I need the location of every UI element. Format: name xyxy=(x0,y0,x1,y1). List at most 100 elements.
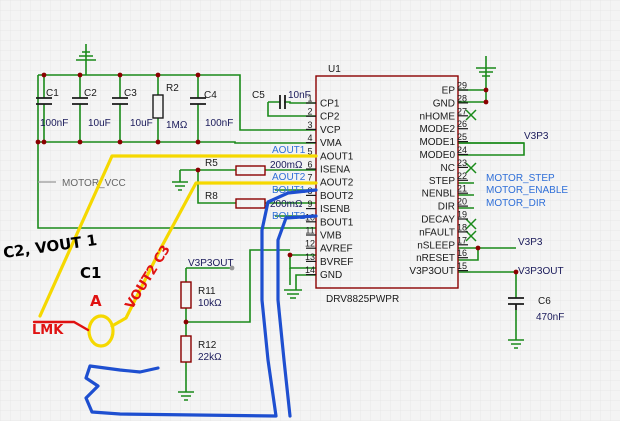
chip-pin-name: GND xyxy=(320,270,342,281)
chip-pin-number: 7 xyxy=(307,173,312,183)
chip-pin-name: NENBL xyxy=(422,189,456,200)
net-v3p3: V3P3 xyxy=(524,131,549,142)
c4-ref: C4 xyxy=(204,90,217,101)
chip-pin-number: 17 xyxy=(457,235,467,245)
r8-value: 200mΩ xyxy=(270,199,303,210)
r5-symbol xyxy=(235,165,266,176)
chip-pin-name: MODE1 xyxy=(419,137,455,148)
wire-divider-mid xyxy=(186,249,290,323)
chip-pin-name: VMB xyxy=(320,231,342,242)
wire-c5-cp1 xyxy=(268,101,316,104)
chip-pin-name: NC xyxy=(441,163,455,174)
chip-pin-name: ISENA xyxy=(320,165,350,176)
annotation-blue-wire2 xyxy=(276,214,318,418)
chip-pin-number: 24 xyxy=(457,145,467,155)
c3-symbol xyxy=(112,97,128,105)
chip-pin-name: CP2 xyxy=(320,112,340,123)
chip-pin-number: 15 xyxy=(457,261,467,271)
chip-pin-name: GND xyxy=(433,98,455,109)
r11-symbol xyxy=(180,281,192,309)
r11-value: 10kΩ xyxy=(198,298,222,309)
c5-symbol xyxy=(279,95,286,109)
net-v3p3-sleep: V3P3 xyxy=(518,237,543,248)
c1-symbol xyxy=(36,97,52,105)
chip-pin-number: 2 xyxy=(307,107,312,117)
chip-pin-name: nFAULT xyxy=(419,227,455,238)
chip-ref: U1 xyxy=(328,64,341,75)
r12-value: 22kΩ xyxy=(198,352,222,363)
annotation-yellow-aout2 xyxy=(110,181,318,328)
wire-c5-cp2 xyxy=(267,102,316,117)
net-aout2: AOUT2 xyxy=(272,172,306,183)
net-v3p3out-left: V3P3OUT xyxy=(188,258,234,269)
chip-pin-number: 19 xyxy=(457,210,467,220)
chip-pin-number: 28 xyxy=(457,93,467,103)
chip-pin-name: DECAY xyxy=(421,215,455,226)
gnd-right-top-icon xyxy=(476,56,496,77)
c2-symbol xyxy=(72,97,88,105)
chip-pin-name: MODE2 xyxy=(419,124,455,135)
gnd-top-icon xyxy=(76,44,96,61)
chip-pin-name: VCP xyxy=(320,125,341,136)
net-v3p3out-right: V3P3OUT xyxy=(518,266,564,277)
chip-pin-name: BOUT2 xyxy=(320,191,354,202)
chip-pin-number: 4 xyxy=(307,133,312,143)
annotation-c1: C1 xyxy=(80,264,101,282)
chip-right-pins: 29EP28GND27nHOME26MODE225MODE124MODE023N… xyxy=(409,81,468,277)
gnd-r12-icon xyxy=(178,391,194,401)
chip-pin-number: 9 xyxy=(307,199,312,209)
chip-pin-name: VMA xyxy=(320,138,342,149)
r8-symbol xyxy=(235,198,266,209)
r2-symbol xyxy=(152,94,164,119)
chip-pin-name: EP xyxy=(442,86,456,97)
wire-left-vmb xyxy=(37,75,316,229)
nc-mark-nfault xyxy=(465,230,477,242)
annotation-blue xyxy=(84,188,318,418)
net-motor-vcc: MOTOR_VCC xyxy=(62,178,126,189)
annotation-a: A xyxy=(90,292,102,310)
c2-value: 10uF xyxy=(88,118,111,129)
chip-pin-number: 22 xyxy=(457,171,467,181)
nc-mark-nhome xyxy=(465,109,477,121)
wire-nsleep-nreset xyxy=(458,247,516,261)
chip-pin-number: 13 xyxy=(305,252,315,262)
nc-mark-decay xyxy=(465,218,477,230)
nc-marks xyxy=(465,109,477,242)
chip-pin-number: 27 xyxy=(457,106,467,116)
chip-part: DRV8825PWPR xyxy=(326,294,399,305)
chip-pin-number: 6 xyxy=(307,160,312,170)
chip-pin-name: AVREF xyxy=(320,244,353,255)
c1-ref: C1 xyxy=(46,88,59,99)
chip-pin-number: 12 xyxy=(305,239,315,249)
chip-pin-name: nSLEEP xyxy=(417,240,455,251)
net-motor-step: MOTOR_STEP xyxy=(486,173,555,184)
annotation-yellow xyxy=(38,154,318,348)
